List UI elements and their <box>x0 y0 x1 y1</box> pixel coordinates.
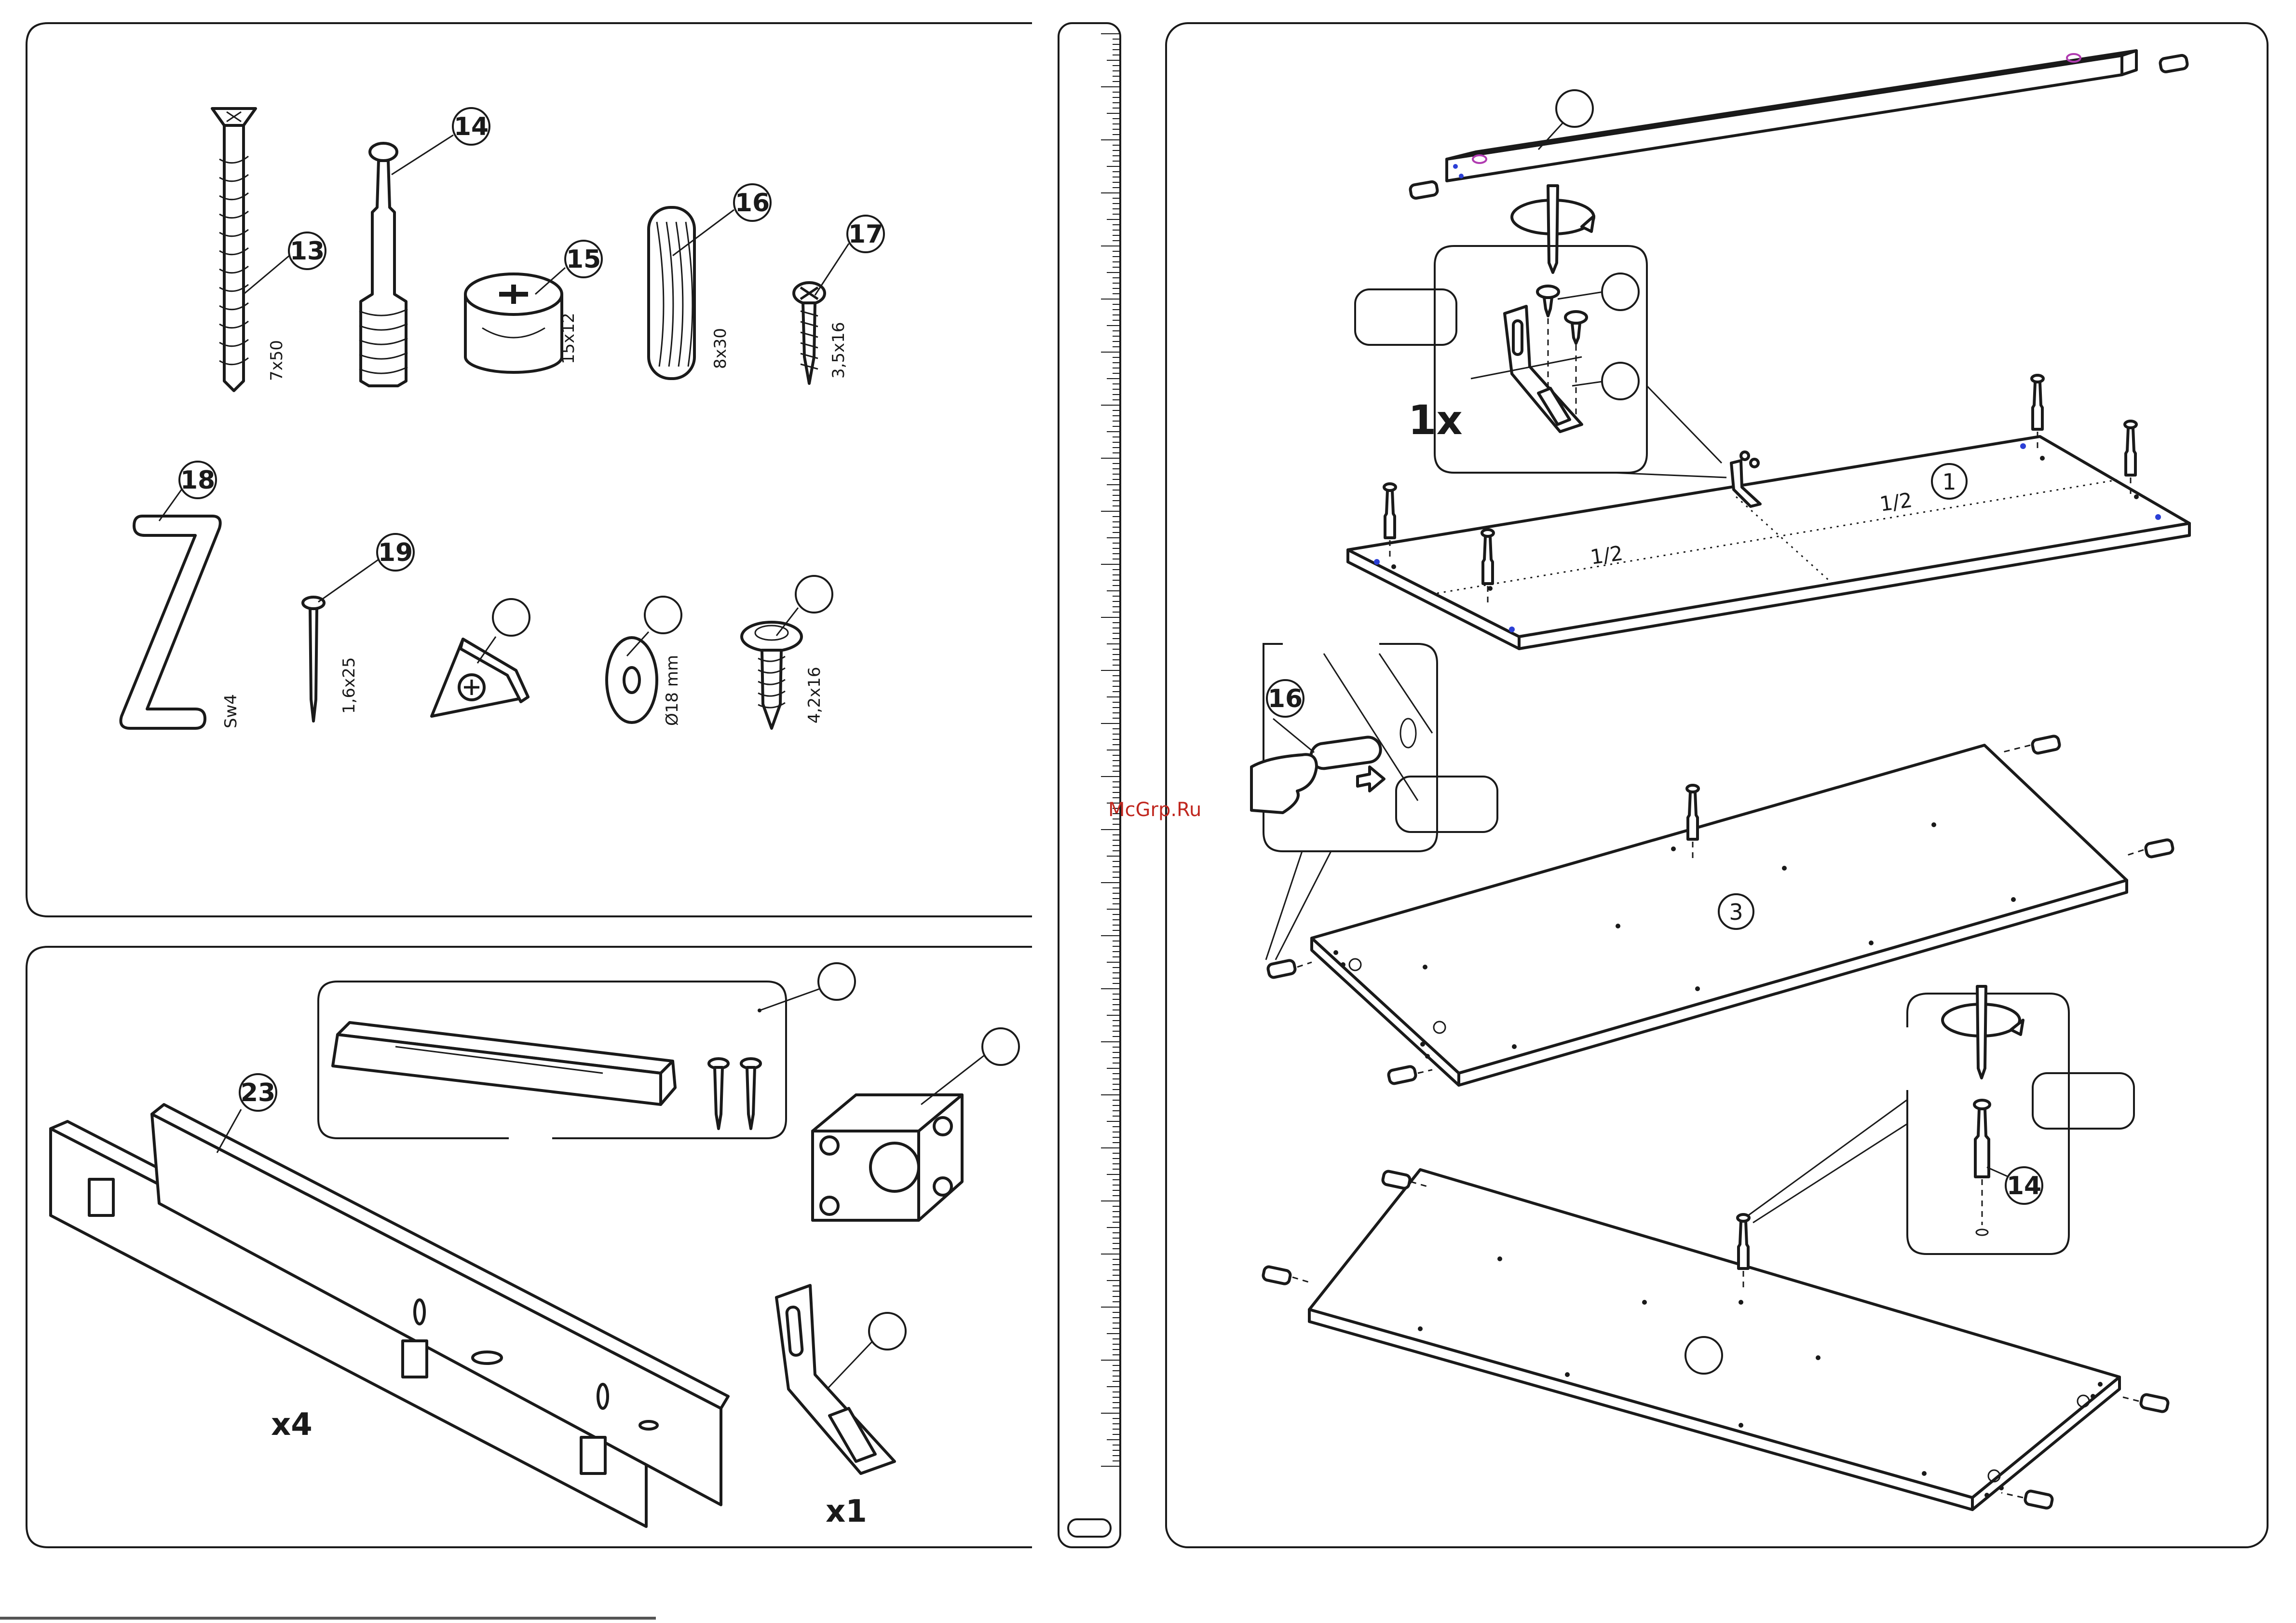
wood-screw-17-icon <box>794 283 825 383</box>
step-badge-blank <box>2033 1073 2134 1129</box>
callout-17: 17 <box>848 220 883 249</box>
measuring-ruler <box>1059 23 1120 1547</box>
qty-1x: 1x <box>1408 396 1463 444</box>
hex-key-18-icon <box>121 516 220 728</box>
spec-15x12: 15x12 <box>559 313 578 364</box>
half-mark-right: 1/2 <box>1878 488 1914 516</box>
nail-19-icon <box>303 597 324 721</box>
detail-l-bracket-icon <box>1471 306 1582 432</box>
callout-23: 23 <box>241 1078 275 1107</box>
bolt-detail-box <box>1907 994 2069 1254</box>
callout-panel-3: 3 <box>1729 899 1743 925</box>
panel-frame-hardware <box>27 23 1032 916</box>
drawer-slide-23-icon <box>51 1105 728 1527</box>
screwdriver-icon <box>1512 186 1594 273</box>
watermark: McGrp.Ru <box>1108 799 1201 821</box>
spec-8x30: 8x30 <box>711 328 730 369</box>
callout-18: 18 <box>180 466 215 495</box>
step-badge-blank <box>1396 777 1497 832</box>
spec-washer-18mm: Ø18 mm <box>663 655 682 726</box>
callout-19: 19 <box>378 538 413 567</box>
callout-16: 16 <box>735 189 770 218</box>
screw-13-icon <box>212 109 256 391</box>
top-rail-icon <box>1410 51 2188 199</box>
cam-bolt-14-icon <box>359 143 408 386</box>
qty-x1: x1 <box>826 1494 867 1529</box>
callout-panel-1: 1 <box>1942 469 1956 495</box>
spec-1-6x25: 1,6x25 <box>340 657 359 714</box>
hand-inserting-dowel-icon <box>1251 736 1384 813</box>
detail-screwdriver-icon <box>1943 986 2023 1078</box>
spec-7x50: 7x50 <box>267 340 286 381</box>
wood-dowel-16-icon <box>649 207 694 379</box>
callout-14: 14 <box>454 112 489 141</box>
step-badge-blank <box>1355 289 1456 345</box>
spec-4-2x16: 4,2x16 <box>805 667 824 723</box>
handle-screw-icon <box>709 1059 761 1129</box>
blank-callout-circle <box>493 599 530 636</box>
callout-13: 13 <box>290 237 325 266</box>
spec-3-5x16: 3,5x16 <box>829 322 848 379</box>
mounting-plate-icon <box>813 1095 962 1220</box>
handle-icon <box>333 1023 675 1105</box>
qty-x4: x4 <box>271 1407 312 1443</box>
spec-sw4: Sw4 <box>221 694 241 728</box>
callout-15: 15 <box>566 245 601 274</box>
half-mark-left: 1/2 <box>1589 541 1625 569</box>
corner-block-icon <box>432 639 528 716</box>
panel-1-icon <box>1348 436 2189 649</box>
flange-screw-icon <box>742 622 802 728</box>
cam-lock-15-icon <box>465 274 562 372</box>
callout-16-detail: 16 <box>1268 684 1303 713</box>
callout-14-detail: 14 <box>2007 1172 2041 1200</box>
